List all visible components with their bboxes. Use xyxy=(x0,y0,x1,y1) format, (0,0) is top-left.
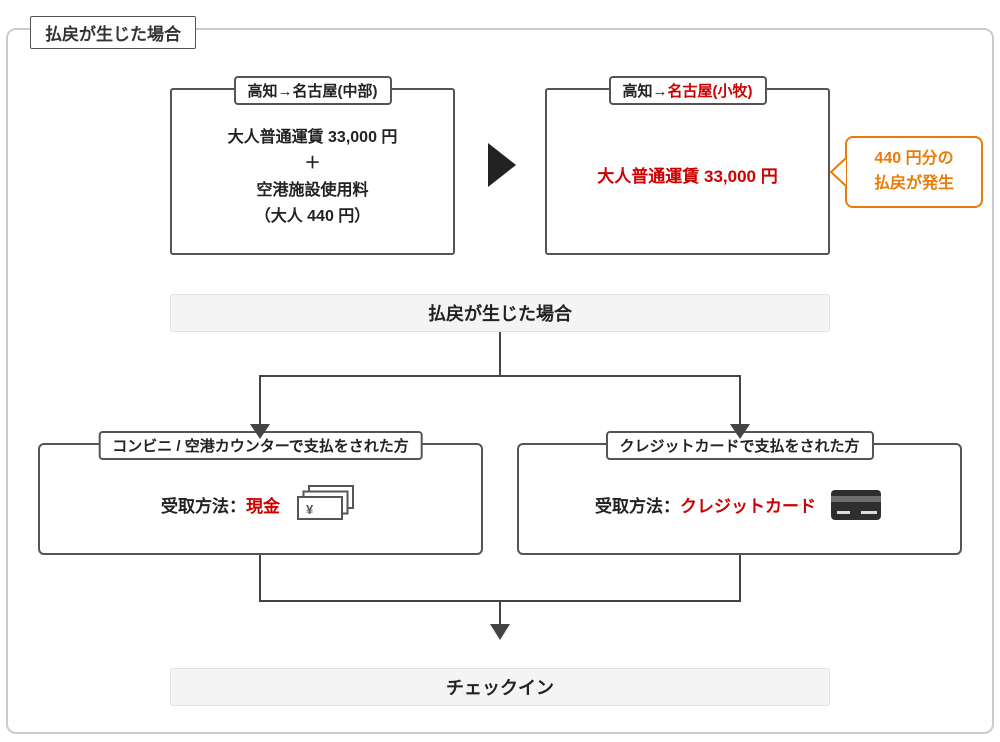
credit-card-icon xyxy=(830,486,884,522)
method-value: 現金 xyxy=(246,496,280,516)
branch-credit-card-body: 受取方法：クレジットカード xyxy=(519,445,960,553)
svg-text:¥: ¥ xyxy=(306,502,314,517)
condition-bar: 払戻が生じた場合 xyxy=(170,294,830,332)
route-header-komaki: 高知→名古屋(小牧) xyxy=(608,76,767,105)
branch-cash-header: コンビニ / 空港カウンターで支払をされた方 xyxy=(98,431,423,460)
fare-box-chubu: 高知→名古屋(中部) 大人普通運賃 33,000 円 ＋ 空港施設使用料 （大人… xyxy=(170,76,455,255)
fare-box-komaki-body: 大人普通運賃 33,000 円 xyxy=(547,90,828,253)
page-title: 払戻が生じた場合 xyxy=(30,16,196,49)
fee-name: 空港施設使用料 xyxy=(256,181,369,199)
route-header-chubu: 高知→名古屋(中部) xyxy=(233,76,392,105)
fare-box-komaki: 高知→名古屋(小牧) 大人普通運賃 33,000 円 xyxy=(545,76,830,255)
fee-amount: （大人 440 円） xyxy=(254,207,371,225)
cash-icon: ¥ xyxy=(294,484,360,524)
branch-cash-body: 受取方法：現金 ¥ xyxy=(40,445,481,553)
fare-line-red: 大人普通運賃 33,000 円 xyxy=(597,167,778,187)
route-prefix: 高知→ xyxy=(622,83,668,100)
route-highlight: 名古屋(小牧) xyxy=(667,83,753,100)
result-bar: チェックイン xyxy=(170,668,830,706)
branch-credit-card-header: クレジットカードで支払をされた方 xyxy=(605,431,874,460)
refund-callout: 440 円分の 払戻が発生 xyxy=(845,136,983,208)
method-label: 受取方法： xyxy=(161,496,246,516)
method-value: クレジットカード xyxy=(680,496,816,516)
branch-cash: コンビニ / 空港カウンターで支払をされた方 受取方法：現金 ¥ xyxy=(38,431,483,555)
callout-line-2: 払戻が発生 xyxy=(873,175,954,192)
plus-sign: ＋ xyxy=(304,155,321,173)
method-label: 受取方法： xyxy=(595,496,680,516)
diagram-frame xyxy=(6,28,994,734)
right-arrow-icon xyxy=(488,143,516,187)
fare-line: 大人普通運賃 33,000 円 xyxy=(227,128,398,146)
fare-box-chubu-body: 大人普通運賃 33,000 円 ＋ 空港施設使用料 （大人 440 円） xyxy=(172,90,453,253)
callout-line-1: 440 円分の xyxy=(874,150,954,168)
branch-credit-card: クレジットカードで支払をされた方 受取方法：クレジットカード xyxy=(517,431,962,555)
